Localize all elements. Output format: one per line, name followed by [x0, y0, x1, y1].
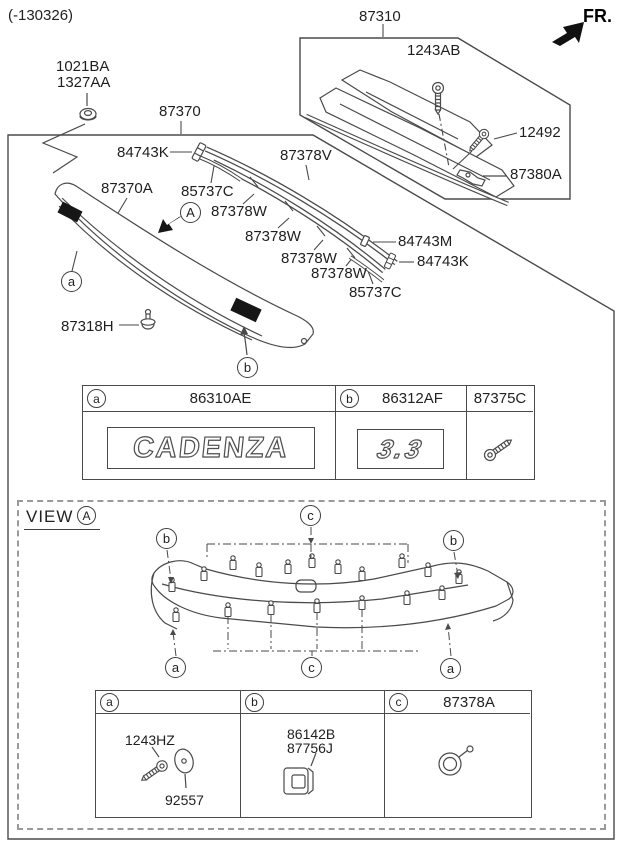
- hardware-table-col-c: c 87378A: [384, 691, 530, 817]
- part-label-1021ba: 1021BA: [56, 58, 110, 75]
- v33-emblem: 3.3: [357, 429, 444, 469]
- clip-84743m-icon: [360, 235, 370, 247]
- part-label-86142b: 86142B: [287, 726, 336, 742]
- part-number-87375c: 87375C: [473, 390, 527, 407]
- callout-a-hw-table: a: [100, 692, 119, 712]
- revision-code: (-130326): [8, 7, 74, 24]
- callout-a-view-2: a: [440, 658, 461, 679]
- bracket-87380a-icon: [456, 169, 507, 187]
- callout-b-table: b: [340, 389, 359, 408]
- callout-b-view-2: b: [443, 530, 464, 551]
- view-a-leader-arrowheads: [168, 538, 461, 635]
- fr-direction-label: FR.: [583, 6, 612, 26]
- cadenza-emblem: CADENZA: [107, 427, 315, 469]
- hardware-table-col-a: a 1243HZ 92557: [96, 691, 240, 817]
- view-a-title-underline: [24, 529, 100, 530]
- callout-b-main: b: [237, 357, 258, 378]
- view-a-direction-arrow: [158, 216, 182, 233]
- hardware-table-col-b: b 86142B 87756J: [240, 691, 384, 817]
- view-a-bumper-art: [150, 560, 514, 630]
- emblem-table-col-a: a 86310AE CADENZA: [83, 386, 335, 479]
- assembly-87310-frame: [299, 37, 571, 200]
- part-label-1327aa: 1327AA: [57, 74, 111, 91]
- part-label-87378v: 87378V: [280, 147, 332, 164]
- garnish-rails-art: [198, 146, 398, 283]
- part-label-87756j: 87756J: [287, 740, 333, 756]
- callout-a-view-1: a: [165, 657, 186, 678]
- fr-direction-arrow-icon: [552, 22, 584, 46]
- part-label-1243ab: 1243AB: [407, 42, 461, 59]
- part-label-87378w-2: 87378W: [245, 228, 301, 245]
- emblem-parts-table: a 86310AE CADENZA b 86312AF 3.3 8737: [82, 385, 535, 480]
- v33-emblem-text: 3.3: [374, 433, 428, 464]
- main-diagram-frame: [7, 134, 615, 840]
- part-label-87378w-3: 87378W: [281, 250, 337, 267]
- screw-1243ab-icon: [431, 81, 450, 168]
- screw-12492-icon: [452, 126, 518, 170]
- callout-c-view-1: c: [300, 505, 321, 526]
- part-label-87318h: 87318H: [61, 318, 114, 335]
- hardware-parts-table: a 1243HZ 92557 b 86142B 87756J c 87378A: [95, 690, 532, 818]
- back-panel-moulding-art: [305, 69, 515, 207]
- callout-c-view-2: c: [301, 657, 322, 678]
- part-label-87370a: 87370A: [101, 180, 153, 197]
- callout-a-table: a: [87, 389, 106, 408]
- view-a-title-letter: A: [77, 506, 96, 525]
- view-a-section-frame: [17, 500, 606, 830]
- callout-b-hw-table: b: [245, 692, 264, 712]
- washer-92557-icon: [174, 748, 194, 789]
- callout-c-hw-table: c: [389, 692, 408, 712]
- callout-view-a-ref: A: [180, 202, 201, 223]
- part-number-86312af: 86312AF: [382, 390, 443, 407]
- emblem-table-col-screw: 87375C: [466, 386, 533, 479]
- part-number-87378a: 87378A: [443, 693, 495, 711]
- part-label-87370: 87370: [159, 103, 201, 120]
- part-label-85737c-lower: 85737C: [349, 284, 402, 301]
- part-label-84743m: 84743M: [398, 233, 453, 250]
- part-label-87310: 87310: [359, 8, 401, 25]
- callout-a-main: a: [61, 271, 82, 292]
- emblem-table-col-b: b 86312AF 3.3: [335, 386, 466, 479]
- trunk-lid-panel-art: [54, 182, 314, 356]
- part-label-12492: 12492: [519, 124, 561, 141]
- screw-1243hz-icon: [138, 746, 170, 786]
- part-label-1243hz: 1243HZ: [125, 732, 175, 748]
- part-label-92557: 92557: [165, 792, 204, 808]
- part-number-86310ae: 86310AE: [189, 390, 252, 407]
- part-label-85737c-upper: 85737C: [181, 183, 234, 200]
- part-label-87378w-4: 87378W: [311, 265, 367, 282]
- callout-b-view-1: b: [156, 528, 177, 549]
- part-label-84743k-right: 84743K: [417, 253, 469, 270]
- part-label-84743k-left: 84743K: [117, 144, 169, 161]
- pad-clip-86142b-icon: [283, 752, 317, 795]
- part-label-87380a: 87380A: [510, 166, 562, 183]
- retainer-clip-87378a-icon: [438, 745, 474, 776]
- cadenza-emblem-text: CADENZA: [131, 431, 291, 464]
- view-a-title: VIEW: [26, 507, 74, 526]
- grommet-1021ba-icon: [41, 93, 97, 174]
- part-label-87378w-1: 87378W: [211, 203, 267, 220]
- fastener-87318h-icon: [140, 308, 156, 330]
